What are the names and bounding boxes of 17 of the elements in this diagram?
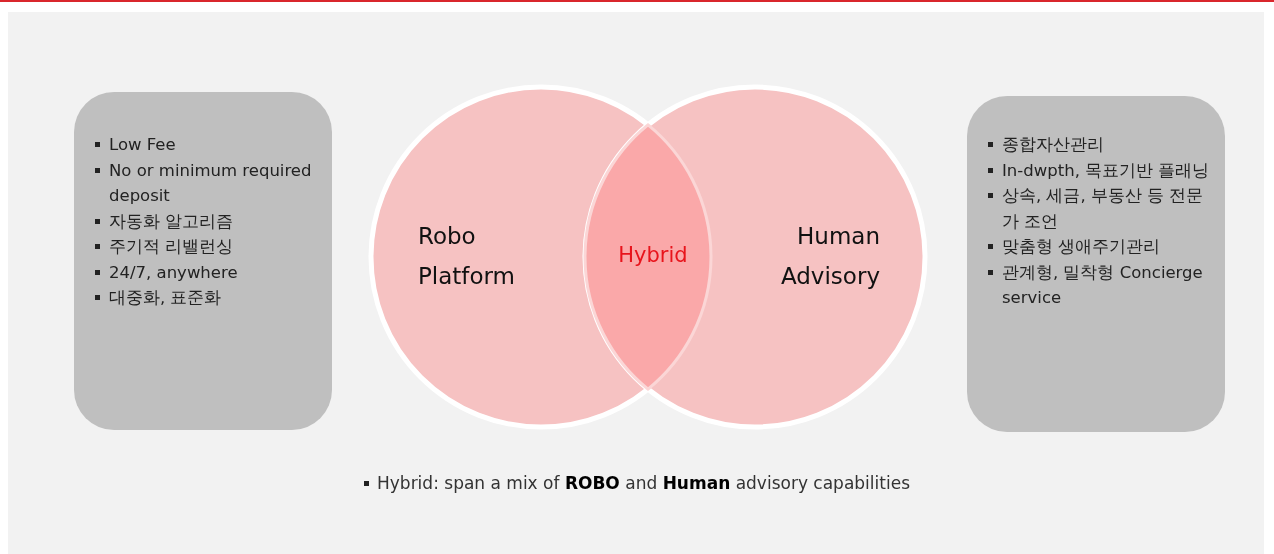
bullet-item: In-dwpth, 목표기반 플래닝 <box>988 157 1215 183</box>
bullet-item: 맞춤형 생애주기관리 <box>988 234 1215 260</box>
bullet-item: 관계형, 밀착형 Concierge service <box>988 259 1215 311</box>
bullet-item: No or minimum required deposit <box>95 157 322 209</box>
note-text: Hybrid: span a mix of ROBO and Human advisory capabilities <box>362 473 910 493</box>
feature-card <box>967 96 1225 432</box>
bullet-item: 상속, 세금, 부동산 등 전문가 조언 <box>988 183 1215 234</box>
bullet-item: 대중화, 표준화 <box>95 285 322 311</box>
bullet-item: Low Fee <box>95 132 322 158</box>
bullet-item: 24/7, anywhere <box>95 259 322 285</box>
feature-card <box>74 92 332 430</box>
bullet-item: 주기적 리밸런싱 <box>95 234 322 260</box>
bullet-item: 자동화 알고리즘 <box>95 208 322 234</box>
overlap-label: Hybrid <box>617 243 689 267</box>
circle-label: Robo Platform <box>418 222 516 291</box>
bullet-item: 종합자산관리 <box>988 132 1215 158</box>
circle-label: Human Advisory <box>779 222 880 291</box>
